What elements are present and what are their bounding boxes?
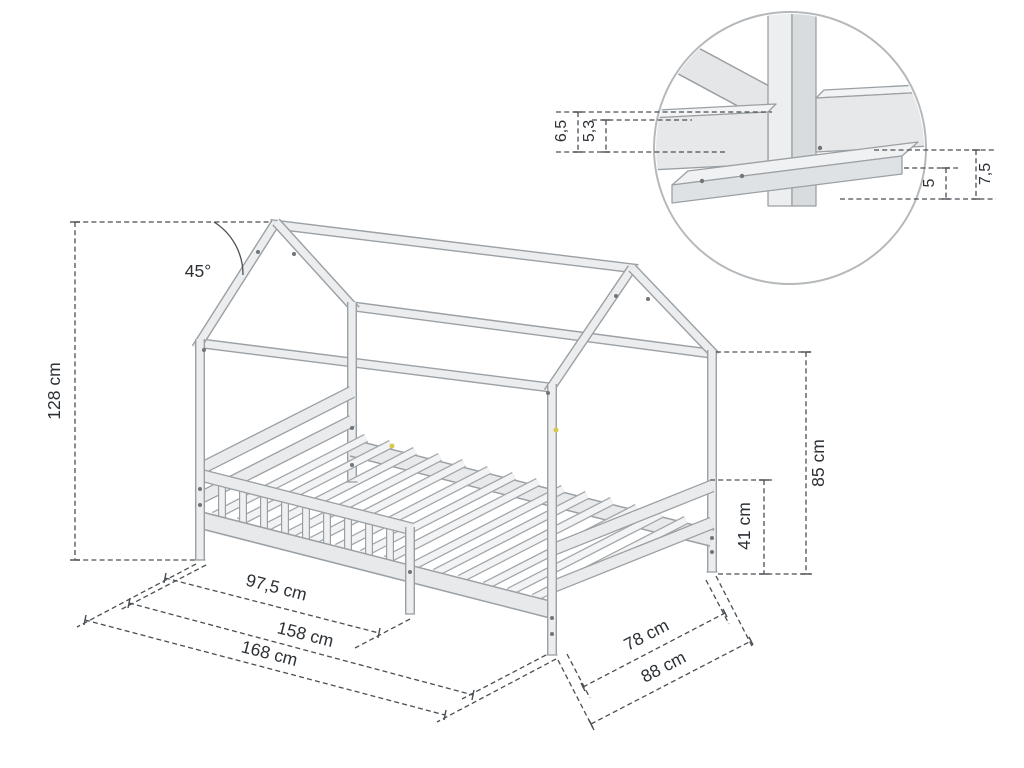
inset-label-left-inner: 5,3 xyxy=(581,120,598,142)
dim-label-total-width: 88 cm xyxy=(637,647,689,687)
inset-drawing xyxy=(656,14,924,207)
dim-label-post-height: 85 cm xyxy=(808,439,828,487)
detail-inset: 6,5 5,3 7,5 5 xyxy=(553,11,996,285)
inset-label-right-inner: 5 xyxy=(921,178,938,187)
inset-label-right-outer: 7,5 xyxy=(977,163,994,185)
dim-label-inner-width: 78 cm xyxy=(620,615,672,655)
dim-label-total-height: 128 cm xyxy=(44,362,64,419)
inset-label-left-outer: 6,5 xyxy=(553,120,570,142)
dim-label-barrier-length: 97,5 cm xyxy=(244,570,309,605)
front-posts xyxy=(195,339,557,655)
screw-dots xyxy=(198,250,714,636)
bed-frame xyxy=(194,250,718,656)
safety-barrier-spindles xyxy=(218,484,394,563)
dim-label-barrier-height: 41 cm xyxy=(734,502,754,550)
slats xyxy=(211,433,689,603)
dim-label-roof-angle: 45° xyxy=(185,261,211,281)
dim-label-total-length: 168 cm xyxy=(239,636,300,670)
house-frame xyxy=(191,218,720,572)
